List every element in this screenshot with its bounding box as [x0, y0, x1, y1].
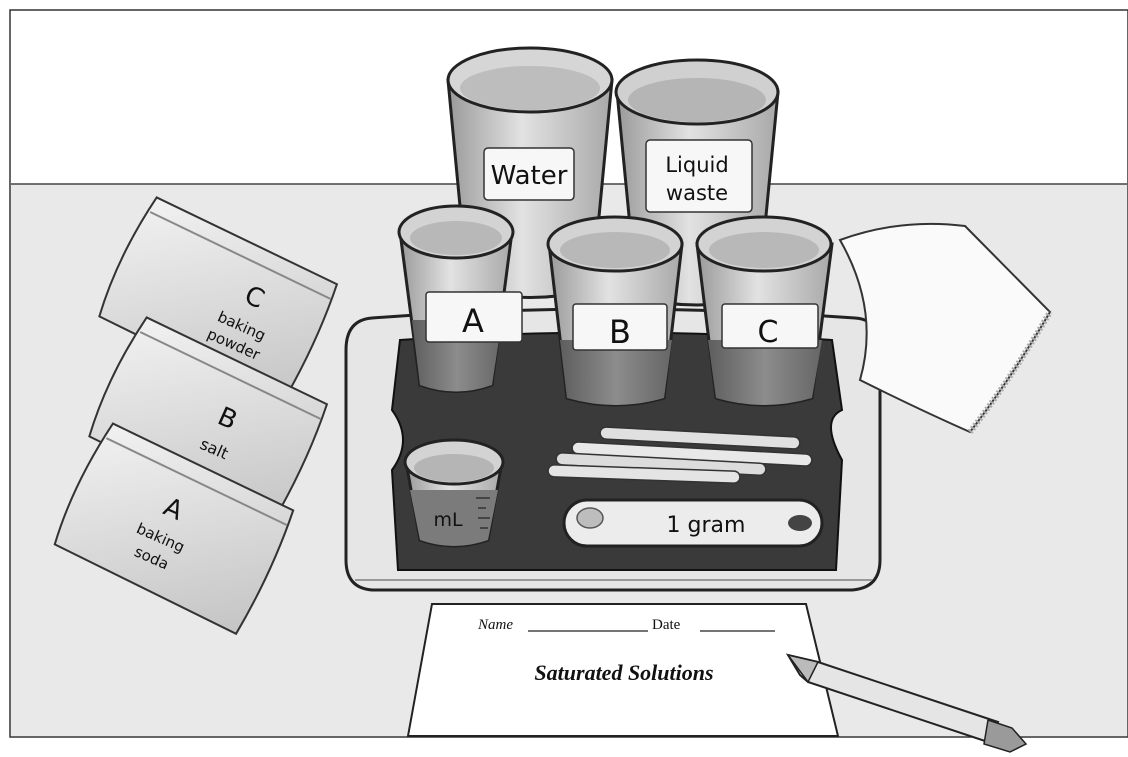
cup-a[interactable]: A [397, 204, 523, 393]
bag-a-baking-soda[interactable]: A baking soda [49, 421, 298, 636]
gram-scoop[interactable]: 1 gram [562, 498, 824, 548]
water-cup-label: Water [491, 161, 568, 191]
paper-towel[interactable] [838, 222, 1053, 434]
worksheet-name-label: Name [477, 617, 513, 633]
measuring-cup-unit: mL [433, 509, 463, 531]
cup-b-label: B [609, 313, 631, 351]
bag-b-salt[interactable]: B salt [83, 314, 332, 528]
liquid-waste-label-line2: waste [666, 181, 728, 205]
measuring-cup[interactable]: mL [403, 438, 505, 548]
pencil[interactable] [785, 653, 1028, 753]
cup-b[interactable]: B [546, 215, 684, 407]
cup-c-label: C [758, 315, 779, 350]
cup-a-label: A [462, 302, 484, 340]
cup-c[interactable]: C [695, 215, 834, 407]
liquid-waste-label-line1: Liquid [665, 153, 728, 177]
scoop-label: 1 gram [667, 513, 746, 538]
worksheet-date-label: Date [652, 617, 681, 633]
stir-sticks[interactable] [547, 426, 813, 484]
worksheet[interactable]: Name Date Saturated Solutions [406, 603, 840, 737]
worksheet-title: Saturated Solutions [534, 660, 713, 685]
